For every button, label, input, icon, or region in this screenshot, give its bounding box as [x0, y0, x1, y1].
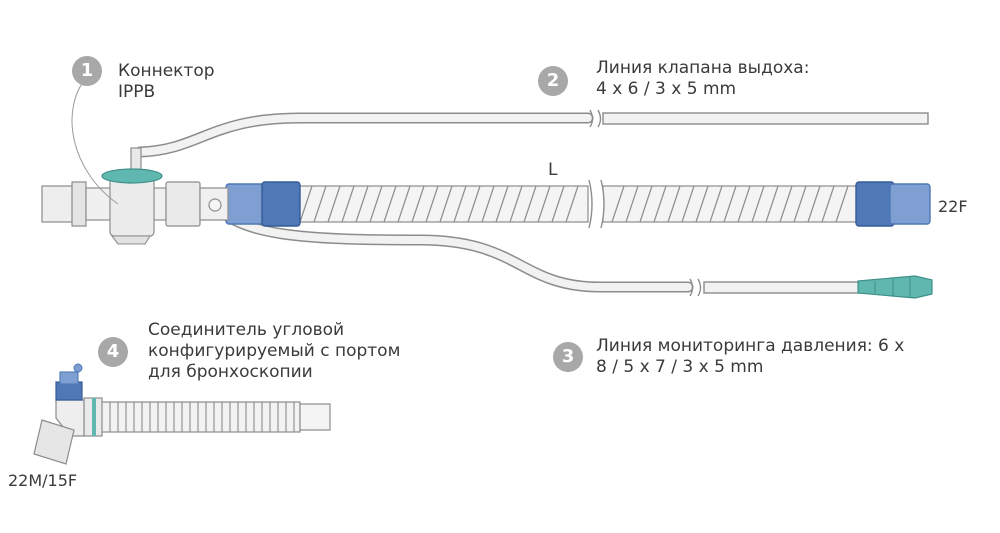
callout-badge-3: 3 [553, 342, 583, 372]
callout-1-leader [71, 77, 119, 205]
pressure-monitoring-line [209, 199, 933, 299]
callout-badge-4: 4 [98, 337, 128, 367]
angle-connector [33, 363, 331, 465]
callout-label-1: Коннектор IPPB [118, 61, 215, 102]
exhalation-valve-line [130, 109, 929, 171]
ippb-connector [41, 168, 229, 245]
angle-connector-size-label: 22M/15F [8, 471, 77, 490]
end-size-label: 22F [938, 197, 968, 216]
callout-label-4: Соединитель угловой конфигурируемый с по… [148, 320, 401, 382]
callout-badge-1: 1 [72, 56, 102, 86]
callout-label-2: Линия клапана выдоха: 4 x 6 / 3 x 5 mm [596, 58, 810, 99]
length-marker: L [548, 160, 558, 180]
callout-label-3: Линия мониторинга давления: 6 x 8 / 5 x … [596, 336, 905, 377]
callout-badge-2: 2 [538, 66, 568, 96]
main-corrugated-tube [225, 179, 931, 229]
